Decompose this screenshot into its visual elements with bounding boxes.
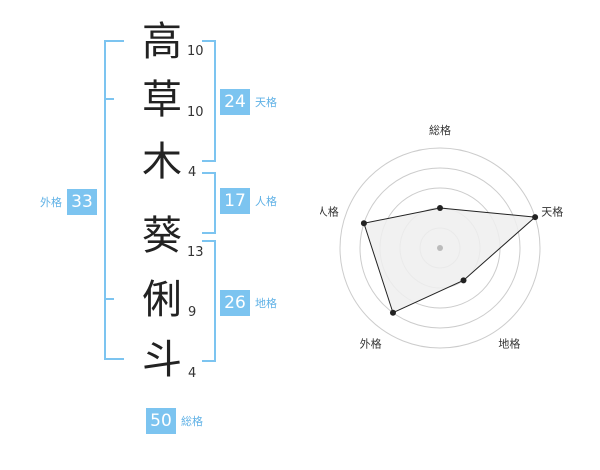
gaikaku-tick-2: [104, 298, 114, 300]
stroke-count-4: 13: [187, 245, 204, 260]
tenkaku-value: 24: [220, 89, 250, 115]
name-char-6: 斗: [142, 337, 182, 383]
gaikaku-value: 33: [67, 189, 97, 215]
radar-point-1: [437, 205, 443, 211]
jinkaku-label: 人格: [255, 195, 277, 208]
name-char-2: 草: [142, 77, 182, 123]
radar-axis-label-3: 地格: [498, 336, 520, 350]
jinkaku-box: 17 人格: [220, 188, 277, 214]
radar-point-5: [360, 220, 367, 227]
chikaku-label: 地格: [255, 297, 277, 310]
radar-axis-label-2: 天格: [541, 205, 563, 219]
stroke-count-2: 10: [187, 105, 204, 120]
radar-axis-label-5: 人格: [320, 205, 339, 219]
radar-point-3: [460, 277, 467, 284]
stroke-count-6: 4: [188, 366, 197, 381]
radar-point-4: [389, 309, 396, 316]
stroke-count-1: 10: [187, 44, 204, 59]
tenkaku-box: 24 天格: [220, 89, 277, 115]
radar-point-2: [532, 214, 539, 221]
radar-axis-label-1: 総格: [429, 123, 451, 137]
jinkaku-value: 17: [220, 188, 250, 214]
tenkaku-bracket: [202, 40, 216, 162]
name-char-1: 高: [142, 19, 182, 65]
soukaku-value: 50: [146, 408, 176, 434]
name-char-4: 葵: [142, 213, 182, 259]
radar-grid-ring-5: [339, 147, 541, 349]
radar-axis-label-4: 外格: [360, 336, 382, 350]
gaikaku-tick-1: [104, 98, 114, 100]
gaikaku-label: 外格: [40, 196, 62, 209]
tenkaku-label: 天格: [255, 96, 277, 109]
soukaku-box: 50 総格: [146, 408, 203, 434]
chikaku-bracket: [202, 240, 216, 362]
radar-center-dot: [437, 245, 443, 251]
name-char-5: 俐: [142, 277, 182, 323]
radar-data-polygon: [363, 207, 537, 314]
stroke-count-3: 4: [188, 165, 197, 180]
radar-grid-ring-4: [359, 167, 521, 329]
name-char-3: 木: [142, 139, 182, 185]
chikaku-value: 26: [220, 290, 250, 316]
gaikaku-box: 外格 33: [40, 189, 97, 215]
chikaku-box: 26 地格: [220, 290, 277, 316]
soukaku-label: 総格: [181, 415, 203, 428]
jinkaku-bracket: [202, 172, 216, 234]
gaikaku-bracket: [104, 40, 124, 360]
stroke-count-5: 9: [188, 305, 197, 320]
